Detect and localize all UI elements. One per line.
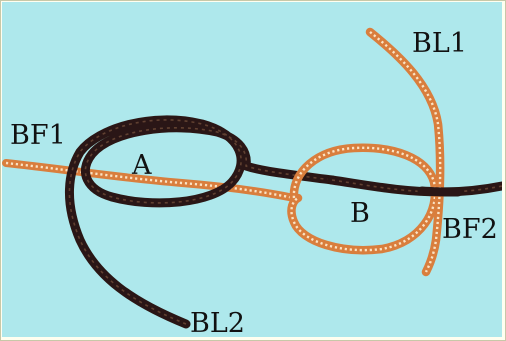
label-bf2: BF2 [442, 214, 498, 245]
label-bf1: BF1 [10, 120, 66, 151]
orange-cord-loop-b-texture [290, 146, 437, 252]
knot-diagram: BL1 BF1 A B BF2 BL2 [2, 27, 502, 337]
label-a: A [131, 150, 152, 181]
label-bl2: BL2 [190, 308, 245, 337]
dark-rope-loop-a [65, 115, 337, 329]
label-b: B [350, 198, 370, 229]
label-bl1: BL1 [412, 28, 467, 59]
orange-cord-bl1 [365, 27, 445, 277]
dark-rope-to-bf2 [327, 175, 502, 197]
orange-cord-bf1-line-texture [5, 161, 295, 200]
dark-rope-crossing [417, 186, 463, 197]
